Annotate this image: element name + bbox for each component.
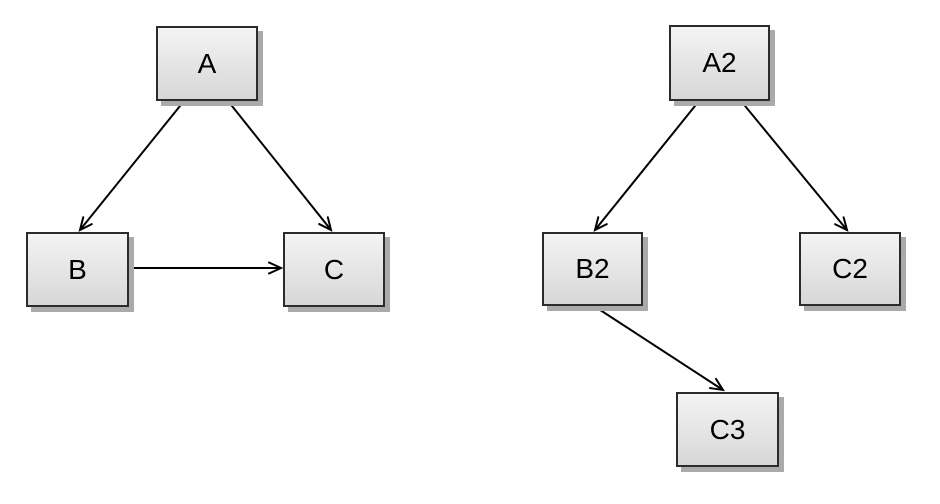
- edge-A-B: [78, 100, 185, 232]
- node-label-C3: C3: [709, 413, 746, 445]
- edge-B2-C3: [593, 305, 726, 392]
- edge-A2-B2: [593, 100, 700, 232]
- node-A[interactable]: A: [156, 26, 258, 101]
- node-A2[interactable]: A2: [669, 25, 770, 101]
- node-label-C: C: [323, 253, 345, 285]
- node-label-B: B: [68, 253, 87, 285]
- node-C[interactable]: C: [283, 232, 385, 307]
- node-label-A: A: [197, 47, 217, 79]
- node-B[interactable]: B: [26, 232, 129, 307]
- node-C2[interactable]: C2: [799, 232, 901, 306]
- edge-A-C: [227, 100, 333, 232]
- node-label-B2: B2: [575, 253, 610, 284]
- node-label-A2: A2: [702, 47, 737, 78]
- edge-A2-C2: [740, 100, 849, 232]
- node-C3[interactable]: C3: [676, 392, 779, 467]
- node-B2[interactable]: B2: [542, 232, 643, 306]
- node-label-C2: C2: [832, 253, 868, 284]
